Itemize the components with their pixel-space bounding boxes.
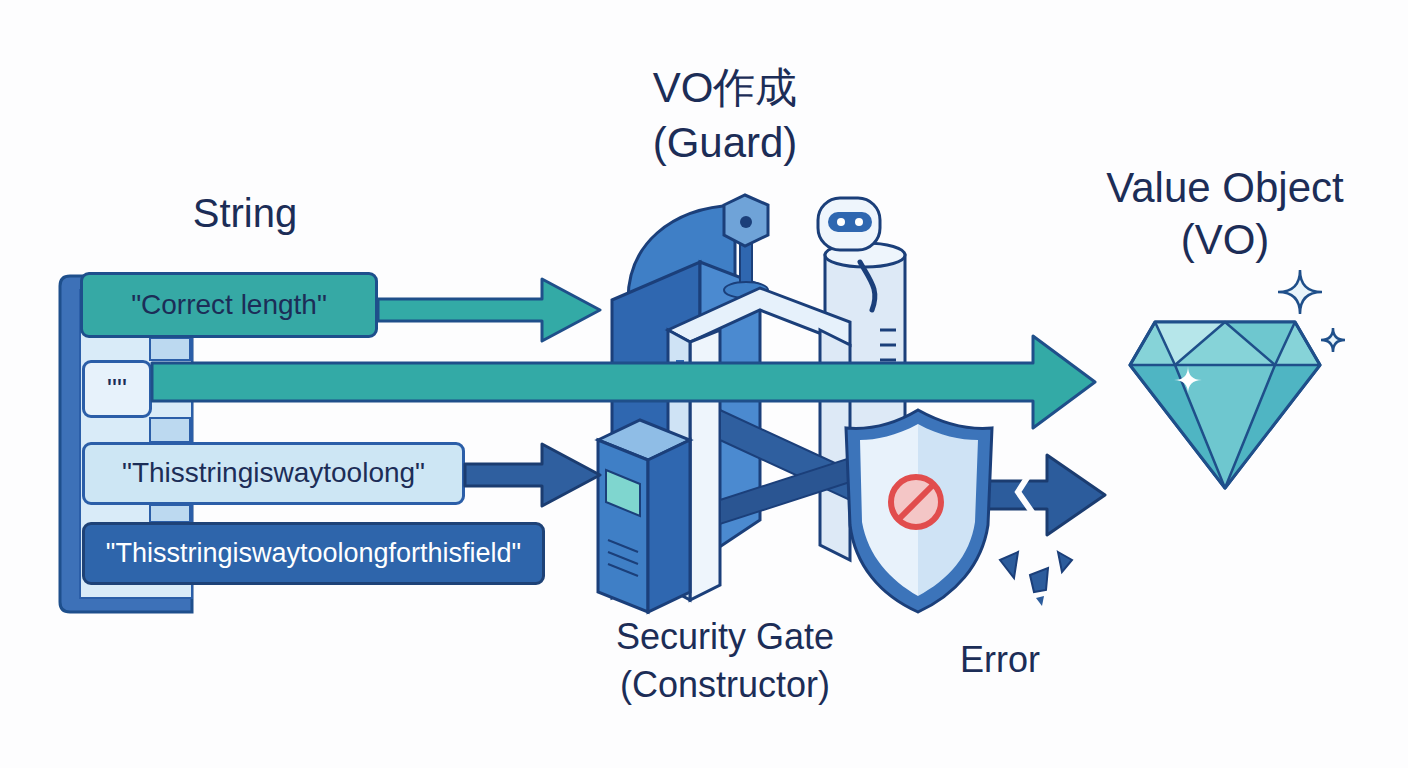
illustration-part xyxy=(880,329,896,332)
gate-heading: VO作成 (Guard) xyxy=(600,60,850,170)
illustration-part xyxy=(690,330,720,600)
string-value: "Correct length" xyxy=(83,275,375,335)
illustration-part xyxy=(837,218,845,226)
illustration-part xyxy=(606,470,640,516)
string-box: "Thisstringiswaytoolongforthisfield" xyxy=(82,522,545,585)
illustration-part xyxy=(150,418,190,442)
guard-gate: VO作成 (Guard) Security Gate (Constructor) xyxy=(600,60,850,710)
illustration-part xyxy=(1175,322,1275,365)
illustration-part xyxy=(676,360,684,400)
illustration-part xyxy=(1000,552,1018,578)
illustration-part xyxy=(818,198,880,250)
illustration-part xyxy=(150,338,190,360)
illustration-part xyxy=(828,212,872,232)
group-heading: String xyxy=(185,189,305,237)
illustration-part xyxy=(598,440,648,612)
illustration-part xyxy=(1030,568,1048,592)
illustration-part xyxy=(150,505,190,522)
illustration-part xyxy=(740,216,752,228)
illustration-part xyxy=(724,195,768,246)
illustration-part xyxy=(1130,322,1320,488)
string-value: "" xyxy=(85,363,149,415)
error-shield-illustration xyxy=(846,410,1072,612)
value-object-heading: Value Object (VO) xyxy=(1095,162,1355,266)
gate-caption: Security Gate (Constructor) xyxy=(600,613,850,709)
illustration-part xyxy=(648,440,690,612)
error-label: Error xyxy=(940,638,1060,682)
string-value: "Thisstringiswaytoolong" xyxy=(85,445,462,502)
illustration-part xyxy=(608,540,638,552)
illustration-part xyxy=(720,458,850,524)
illustration-part xyxy=(1174,366,1202,394)
string-box: "Correct length" xyxy=(80,272,378,338)
illustration-part xyxy=(1058,552,1072,572)
illustration-part xyxy=(855,218,863,226)
flow-arrow xyxy=(378,279,600,341)
string-list-group: String"Correct length""""Thisstringisway… xyxy=(60,265,555,615)
illustration-part xyxy=(1130,364,1320,367)
string-box: "Thisstringiswaytoolong" xyxy=(82,442,465,505)
flow-arrow xyxy=(465,444,600,506)
illustration-part xyxy=(1130,365,1320,488)
illustration-part xyxy=(1321,328,1345,352)
illustration-part xyxy=(1130,322,1320,488)
illustration-part xyxy=(608,552,638,564)
illustration-part xyxy=(1036,596,1044,606)
illustration-part xyxy=(899,485,933,519)
illustration-part xyxy=(1130,322,1320,488)
string-box: "" xyxy=(82,360,152,418)
string-value: "Thisstringiswaytoolongforthisfield" xyxy=(85,525,542,582)
illustration-part xyxy=(608,564,638,576)
illustration-part xyxy=(860,262,875,310)
illustration-part xyxy=(1175,365,1275,488)
illustration-part xyxy=(1155,322,1295,488)
value-object-gem: Value Object (VO) xyxy=(1095,160,1355,500)
flow-arrow xyxy=(152,336,1095,428)
illustration-part xyxy=(891,477,941,527)
illustration-part xyxy=(846,410,992,612)
illustration-part xyxy=(880,344,896,347)
illustration-part xyxy=(1278,270,1322,314)
error-shield: Error xyxy=(850,405,1105,685)
flow-arrow xyxy=(850,455,1105,535)
illustration-part xyxy=(880,359,896,362)
value-object-gem xyxy=(1130,270,1345,488)
illustration-part xyxy=(1018,448,1034,540)
